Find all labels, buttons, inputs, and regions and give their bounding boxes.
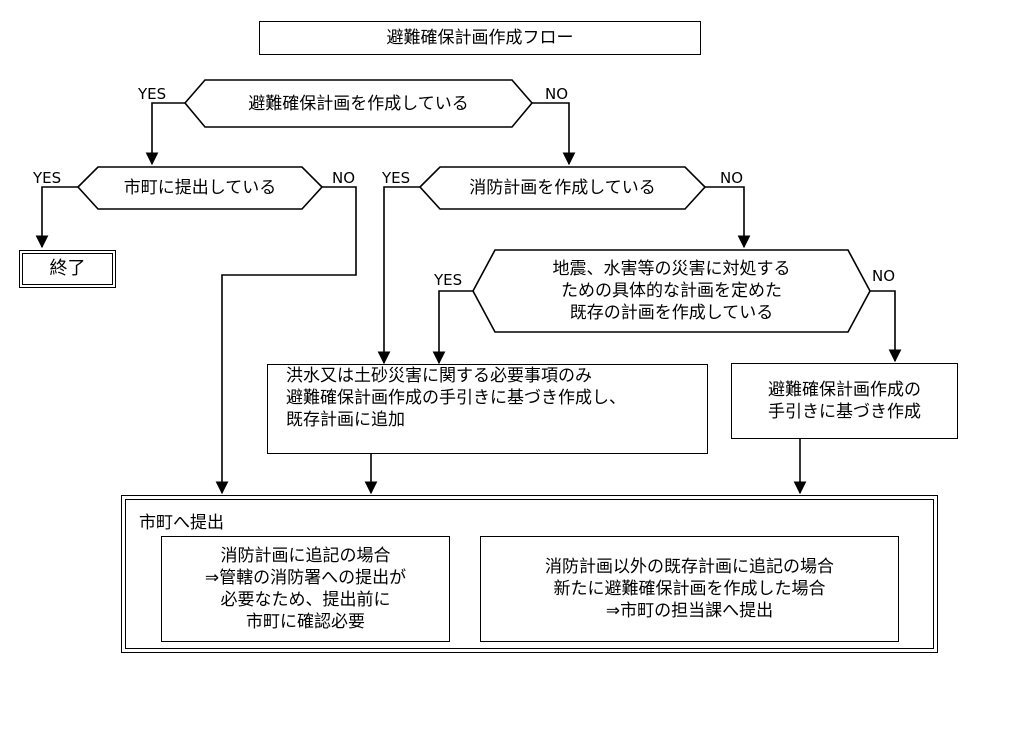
q4-no-label: NO bbox=[872, 267, 896, 285]
q3-no-label: NO bbox=[720, 169, 744, 187]
connector-q1-no bbox=[532, 102, 576, 166]
connector-q3-yes bbox=[377, 186, 420, 365]
q1-no-label: NO bbox=[545, 85, 569, 103]
connector-q4-no bbox=[870, 290, 902, 363]
note-fire-line-2: ⇒管轄の消防署への提出が bbox=[204, 568, 407, 588]
process-create-line-2: 手引きに基づき作成 bbox=[768, 402, 921, 422]
q3-yes-label: YES bbox=[382, 169, 411, 187]
page-title: 避難確保計画作成フロー bbox=[259, 21, 701, 55]
decision-q1-text: 避難確保計画を作成している bbox=[248, 93, 469, 114]
process-append-line-3: 既存計画に追加 bbox=[286, 410, 405, 430]
end-box: 終了 bbox=[19, 250, 116, 288]
decision-q2: 市町に提出している bbox=[98, 167, 302, 209]
connector-q1-yes bbox=[145, 102, 185, 166]
decision-q4: 地震、水害等の災害に対処する ための具体的な計画を定めた 既存の計画を作成してい… bbox=[495, 250, 848, 332]
decision-q2-text: 市町に提出している bbox=[123, 178, 277, 198]
q2-no-label: NO bbox=[332, 169, 356, 187]
decision-q3: 消防計画を作成している bbox=[440, 167, 685, 209]
note-fire-line-1: 消防計画に追記の場合 bbox=[220, 546, 391, 566]
process-append-box: 洪水又は土砂災害に関する必要事項のみ 避難確保計画作成の手引きに基づき作成し、 … bbox=[267, 364, 708, 454]
connector-q4-yes bbox=[432, 290, 473, 365]
process-append-line-1: 洪水又は土砂災害に関する必要事項のみ bbox=[286, 366, 592, 386]
decision-q4-line-2: ための具体的な計画を定めた bbox=[561, 281, 782, 301]
submit-box: 市町へ提出 bbox=[121, 495, 938, 653]
process-append-line-2: 避難確保計画作成の手引きに基づき作成し、 bbox=[286, 388, 626, 408]
end-box-text: 終了 bbox=[49, 258, 86, 279]
decision-q4-line-1: 地震、水害等の災害に対処する bbox=[552, 259, 791, 279]
process-create-line-1: 避難確保計画作成の bbox=[768, 380, 921, 400]
decision-q1: 避難確保計画を作成している bbox=[205, 80, 512, 127]
page-title-text: 避難確保計画作成フロー bbox=[386, 28, 574, 48]
note-other-line-2: 新たに避難確保計画を作成した場合 bbox=[553, 579, 826, 599]
submit-heading: 市町へ提出 bbox=[139, 513, 224, 533]
note-fire-plan-box: 消防計画に追記の場合 ⇒管轄の消防署への提出が 必要なため、提出前に 市町に確認… bbox=[161, 536, 450, 642]
q4-yes-label: YES bbox=[434, 271, 463, 289]
note-fire-line-4: 市町に確認必要 bbox=[246, 612, 365, 632]
note-fire-line-3: 必要なため、提出前に bbox=[220, 590, 391, 610]
note-other-plan-box: 消防計画以外の既存計画に追記の場合 新たに避難確保計画を作成した場合 ⇒市町の担… bbox=[480, 536, 899, 642]
decision-q4-line-3: 既存の計画を作成している bbox=[569, 303, 774, 323]
q2-yes-label: YES bbox=[33, 169, 62, 187]
decision-q3-text: 消防計画を作成している bbox=[469, 178, 656, 198]
q1-yes-label: YES bbox=[138, 85, 167, 103]
process-create-box: 避難確保計画作成の 手引きに基づき作成 bbox=[731, 363, 958, 439]
connector-q3-no bbox=[705, 186, 751, 249]
connector-q2-yes bbox=[35, 186, 78, 249]
note-other-line-1: 消防計画以外の既存計画に追記の場合 bbox=[545, 557, 834, 577]
note-other-line-3: ⇒市町の担当課へ提出 bbox=[605, 601, 774, 621]
connector-q2-no bbox=[215, 186, 357, 495]
